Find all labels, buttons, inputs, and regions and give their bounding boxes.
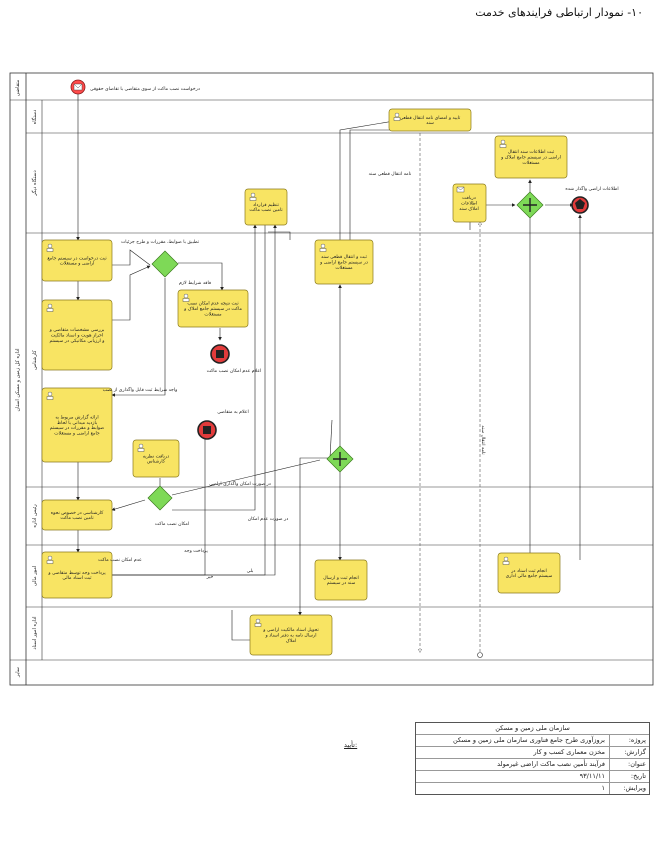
user-icon	[319, 243, 327, 252]
lane-label: دستگاه دیگر	[31, 170, 38, 197]
user-icon	[254, 618, 262, 627]
user-icon	[137, 443, 145, 452]
title-row: پروژه:بروزآوری طرح جامع فناوری سازمان مل…	[416, 734, 649, 746]
lane-label: دستگاه	[31, 110, 38, 125]
user-icons	[46, 112, 510, 627]
flow-label: واجد شرایط ثبت قابل واگذاری از نصب	[103, 386, 178, 393]
lane-label: کارشناس	[32, 350, 38, 370]
flow-label: پرداخت وجه	[184, 549, 208, 554]
flow-labels: تطبیق با ضوابط، مقررات و طرح جزئیات فاقد…	[98, 172, 619, 580]
message-start	[477, 652, 483, 658]
end-label: اعلام عدم امکان نصب ماکت	[207, 368, 262, 374]
envelope-icon	[73, 83, 83, 91]
org-name: سازمان ملی زمین و مسکن	[495, 724, 570, 732]
flow-label: در صورت عدم امکان	[248, 516, 289, 522]
end-event[interactable]	[197, 420, 217, 440]
title-row: تاریخ:۹۳/۱۱/۱۱	[416, 770, 649, 782]
title-row: عنوان:فرآیند تأمین نصب ماکت اراضی غیرمول…	[416, 758, 649, 770]
user-icon	[249, 192, 257, 201]
gateways	[147, 191, 544, 511]
lane-dividers	[10, 99, 653, 661]
title-row: گزارش:مخزن معماری کسب و کار	[416, 746, 649, 758]
sequence-flows	[76, 94, 582, 641]
flow-label: در صورت امکان واگذاری اراضی	[209, 480, 271, 487]
user-icon	[46, 391, 54, 400]
flow-label: عدم امکان نصب ماکت	[98, 557, 142, 563]
flow-label: بلی	[247, 569, 254, 574]
start-event[interactable]	[70, 79, 86, 95]
lane-labels: متقاضی دستگاه دستگاه دیگر کارشناس رئیس ا…	[15, 79, 38, 678]
lane-label: امور مالی	[32, 566, 38, 587]
user-icon	[502, 556, 510, 565]
pool-label: اداره کل زمین و مسکن استان	[15, 349, 21, 412]
flow-label: اطلاعات اراضی واگذار شده	[565, 185, 618, 192]
exclusive-gateway[interactable]	[151, 250, 179, 278]
user-icon	[499, 139, 507, 148]
flow-label: فاقد شرایط لازم	[179, 281, 211, 286]
flow-label: نامه انتقال سند	[480, 425, 485, 454]
end-label: اعلام به متقاضی	[217, 410, 249, 415]
parallel-gateway[interactable]	[516, 191, 544, 219]
flow-label: خیر	[206, 575, 214, 580]
user-icon	[182, 293, 190, 302]
page-title: ۱۰- نمودار ارتباطی فرایندهای خدمت	[475, 6, 643, 19]
flow-label: نامه انتقال قطعی سند	[369, 172, 412, 177]
exclusive-gateway[interactable]	[147, 485, 173, 511]
parallel-gateway[interactable]	[326, 445, 354, 473]
flow-label: امکان نصب ماکت	[155, 521, 189, 527]
flow-label: تطبیق با ضوابط، مقررات و طرح جزئیات	[121, 240, 200, 245]
lane-label: رئیس اداره	[32, 504, 38, 528]
message-flows	[420, 128, 480, 652]
lane-label: سایر	[15, 667, 21, 678]
user-icon	[46, 555, 54, 564]
user-icon	[46, 243, 54, 252]
message-icon	[456, 186, 465, 193]
end-event[interactable]	[571, 196, 589, 214]
end-event[interactable]	[210, 344, 230, 364]
title-block: سازمان ملی زمین و مسکن پروژه:بروزآوری طر…	[415, 722, 650, 795]
user-icon	[46, 303, 54, 312]
user-icon	[393, 112, 401, 121]
title-row: ویرایش:۱	[416, 782, 649, 794]
lane-label: اداره امور اسناد	[32, 616, 38, 649]
end-events	[197, 196, 589, 440]
start-label: درخواست نصب ماکت از سوی متقاضی با تقاضای…	[90, 86, 200, 92]
approve-label: تأیید:	[344, 741, 358, 749]
lane-label: متقاضی	[15, 79, 21, 96]
